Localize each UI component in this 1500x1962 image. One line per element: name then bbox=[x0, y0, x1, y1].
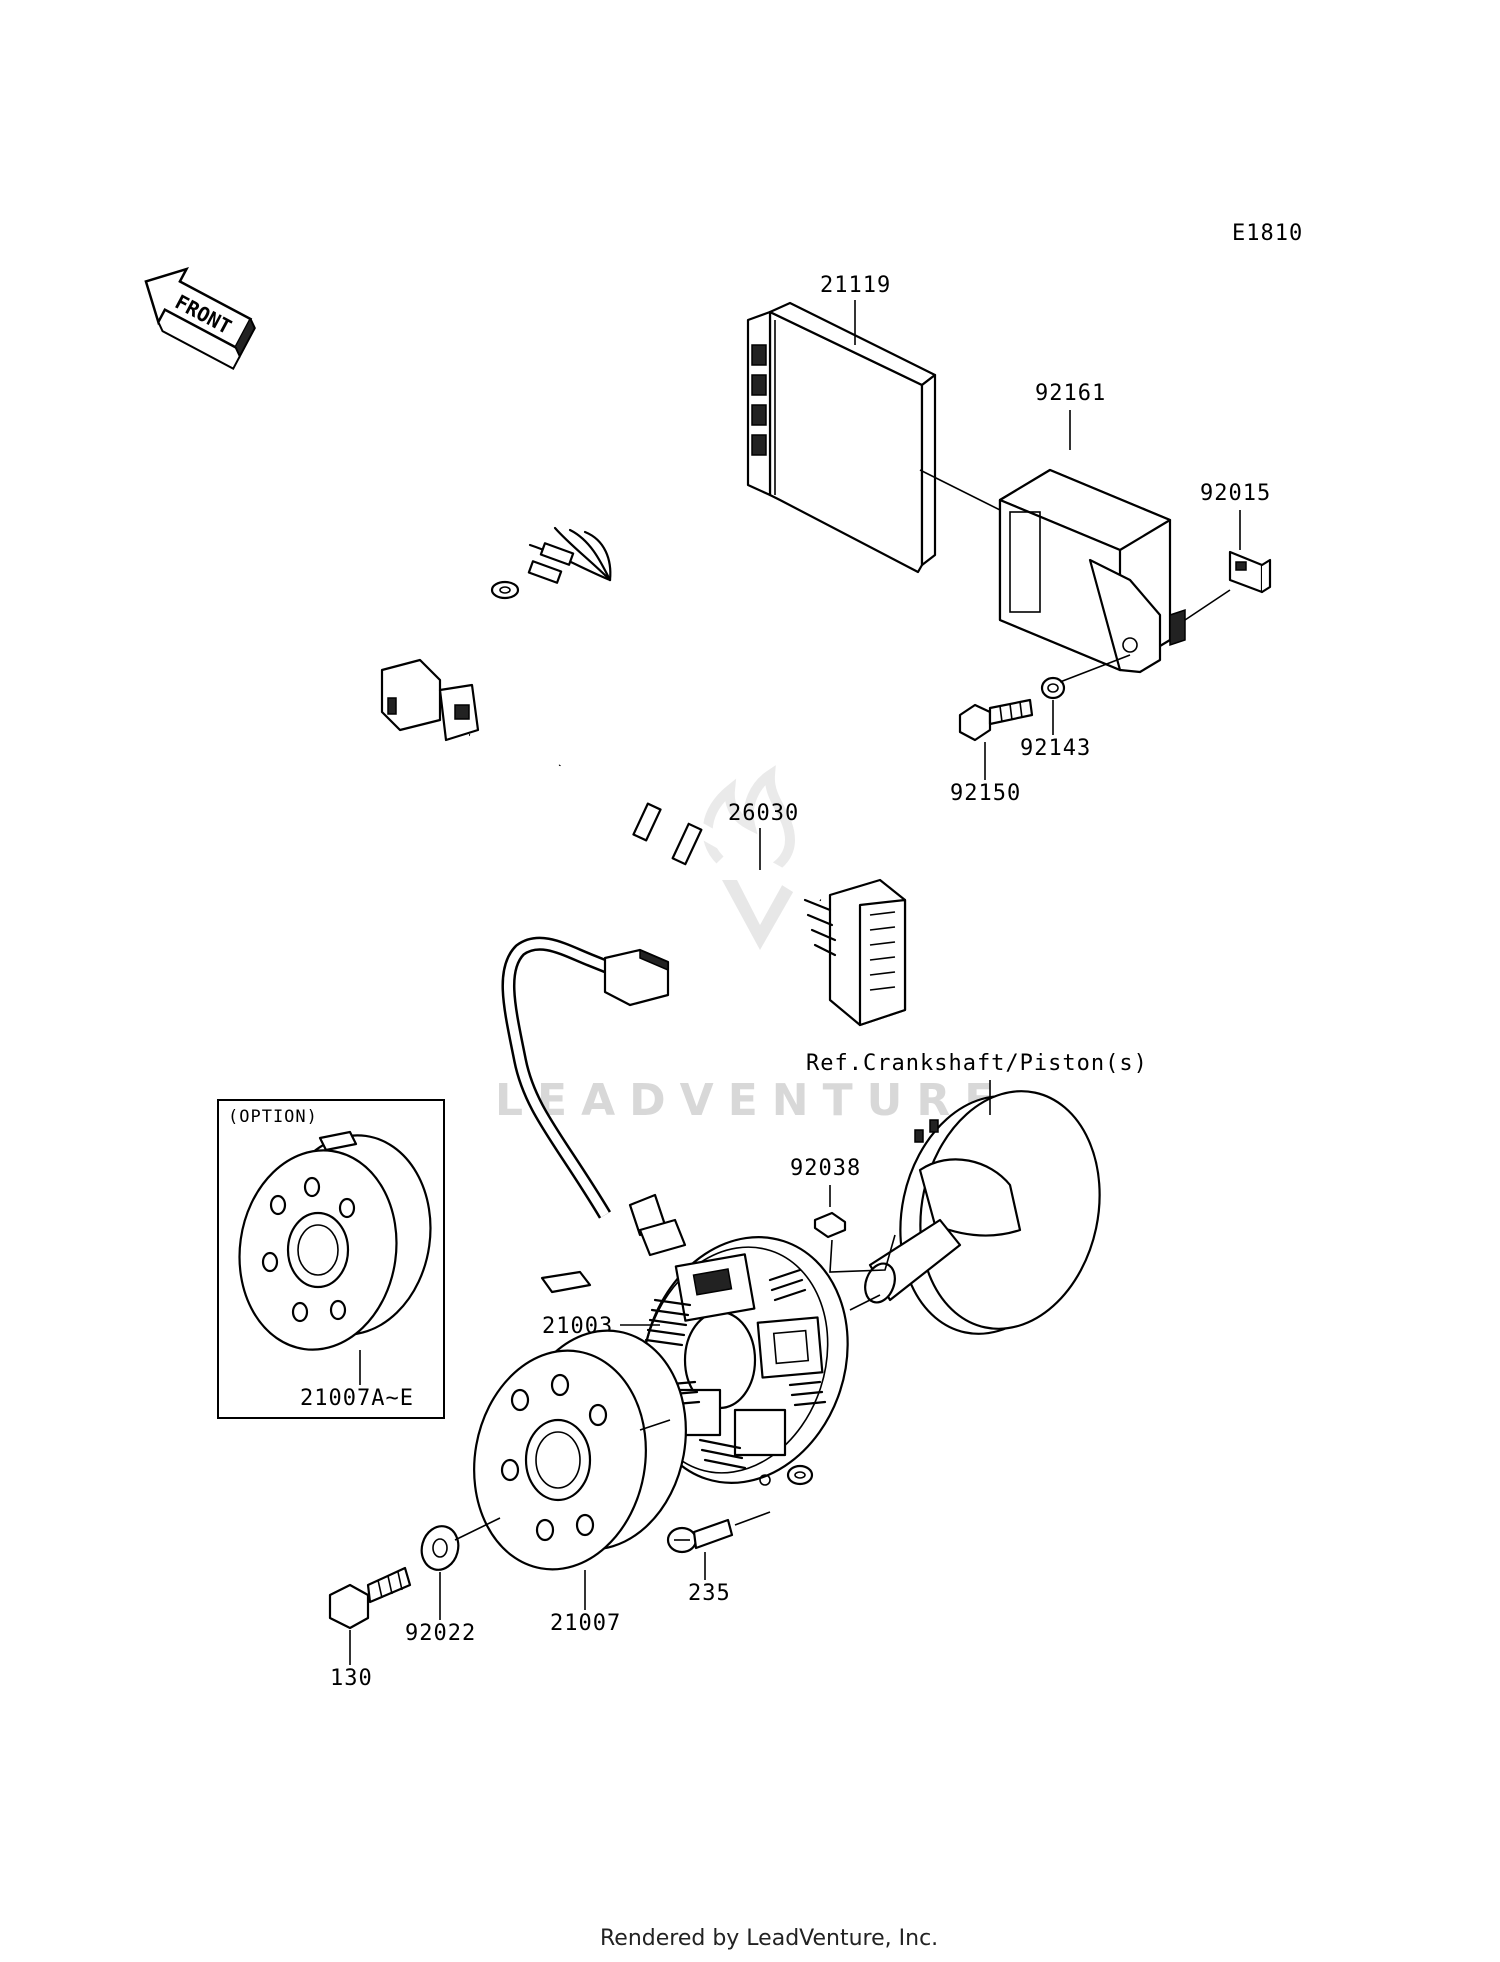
part-92150-label: 92150 bbox=[950, 781, 1021, 806]
option-box bbox=[217, 1099, 445, 1419]
front-arrow-icon: FRONT bbox=[144, 267, 256, 371]
screw-235 bbox=[666, 1518, 734, 1554]
part-21007-label: 21007 bbox=[550, 1611, 621, 1636]
stator-21003 bbox=[641, 1236, 849, 1486]
footer-credit: Rendered by LeadVenture, Inc. bbox=[600, 1926, 938, 1951]
bolt-130 bbox=[328, 1566, 412, 1630]
cdi-unit-21119 bbox=[746, 301, 937, 574]
part-26030-label: 26030 bbox=[728, 801, 799, 826]
woodruff-key-92038 bbox=[813, 1211, 847, 1239]
bolt-92150 bbox=[958, 698, 1034, 742]
washer-92022 bbox=[420, 1525, 460, 1571]
part-92015-label: 92015 bbox=[1200, 481, 1271, 506]
option-part-label: 21007A~E bbox=[300, 1386, 414, 1411]
watermark-logo bbox=[702, 765, 800, 950]
crankshaft-flywheel bbox=[864, 1090, 1101, 1335]
part-92143-label: 92143 bbox=[1020, 736, 1091, 761]
stator-lead-wire bbox=[501, 936, 687, 1257]
collar-92143 bbox=[1040, 676, 1066, 700]
diagram-code: E1810 bbox=[1232, 221, 1303, 246]
part-235-label: 235 bbox=[688, 1581, 731, 1606]
part-92022-label: 92022 bbox=[405, 1621, 476, 1646]
part-92038-label: 92038 bbox=[790, 1156, 861, 1181]
watermark-text: LEADVENTURE bbox=[495, 1075, 1008, 1126]
option-title: (OPTION) bbox=[228, 1107, 318, 1127]
optional-rotor-21007a-e bbox=[238, 1130, 432, 1351]
part-130-label: 130 bbox=[330, 1666, 373, 1691]
rotor-21007 bbox=[473, 1270, 687, 1571]
regulator-92161 bbox=[998, 468, 1186, 674]
part-92161-label: 92161 bbox=[1035, 381, 1106, 406]
part-21119-label: 21119 bbox=[820, 273, 891, 298]
clip-92015 bbox=[1228, 550, 1272, 594]
reference-note: Ref.Crankshaft/Piston(s) bbox=[806, 1051, 1148, 1076]
wire-harness-26030 bbox=[380, 526, 907, 1027]
